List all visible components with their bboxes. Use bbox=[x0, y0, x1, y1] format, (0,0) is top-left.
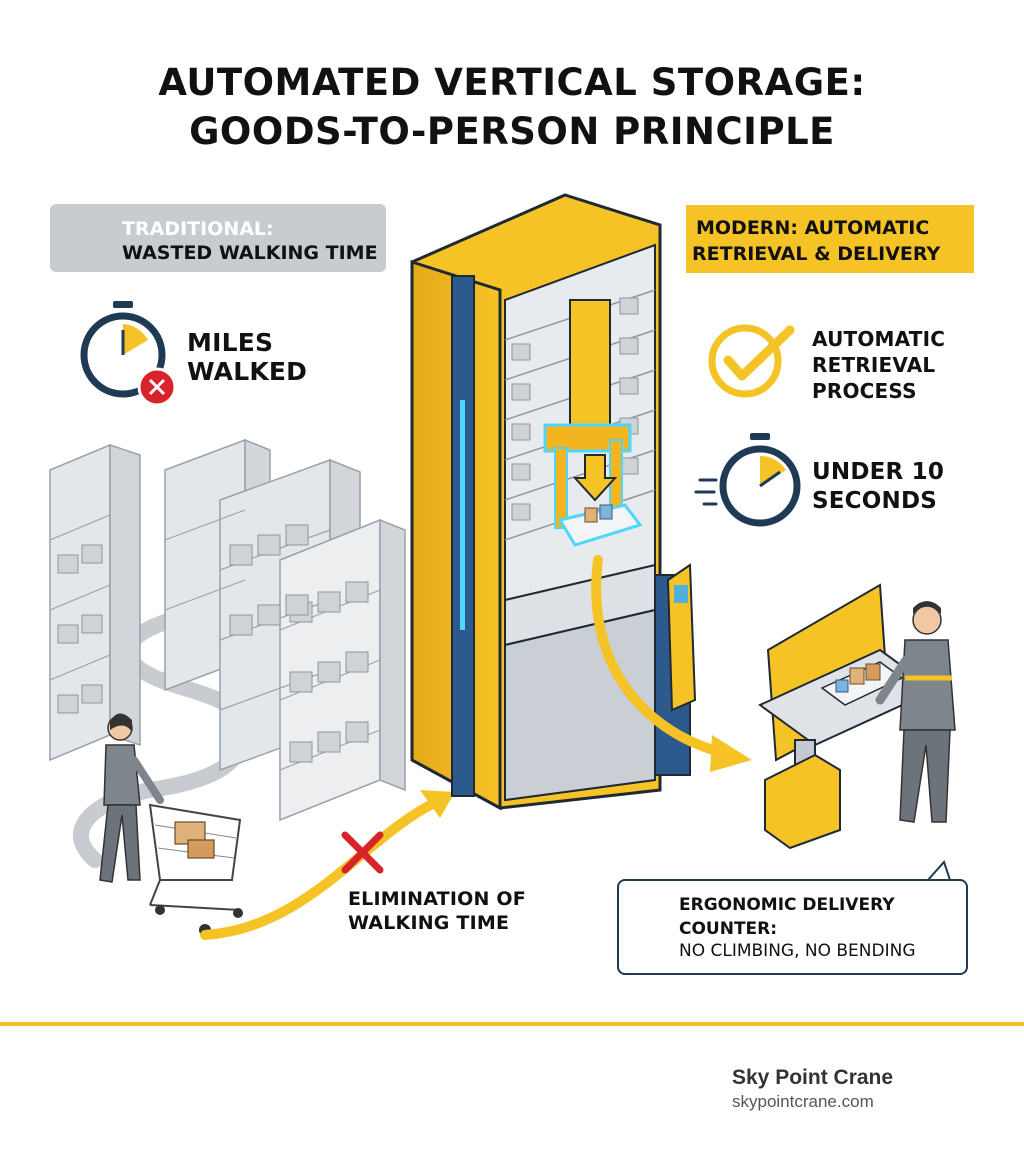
process-line-1: AUTOMATIC bbox=[812, 327, 946, 351]
automatic-process-label: AUTOMATIC RETRIEVAL PROCESS bbox=[812, 326, 945, 404]
stopwatch-fast-icon bbox=[694, 433, 801, 527]
modern-label-box: MODERN: AUTOMATIC RETRIEVAL & DELIVERY bbox=[686, 205, 974, 273]
rack-boxes bbox=[57, 524, 369, 763]
checkmark-icon bbox=[708, 324, 795, 398]
elimination-cross-icon bbox=[341, 831, 384, 874]
title-line-2: GOODS-TO-PERSON PRINCIPLE bbox=[189, 110, 835, 153]
worker-with-cart bbox=[99, 713, 243, 936]
callout-tail bbox=[925, 860, 952, 881]
process-line-3: PROCESS bbox=[812, 379, 917, 403]
modern-label-line-1: MODERN: AUTOMATIC bbox=[696, 217, 930, 239]
page-title: AUTOMATED VERTICAL STORAGE: GOODS-TO-PER… bbox=[0, 58, 1024, 156]
footer-divider bbox=[0, 1022, 1024, 1026]
miles-line-1: MILES bbox=[187, 328, 274, 357]
stopwatch-x-icon bbox=[80, 301, 177, 407]
footer-brand: Sky Point Crane bbox=[732, 1066, 894, 1089]
time-line-1: UNDER 10 bbox=[812, 459, 945, 485]
under-10-seconds-label: UNDER 10 SECONDS bbox=[812, 458, 944, 516]
delivery-arrow bbox=[591, 555, 725, 757]
shelving-racks bbox=[49, 438, 406, 822]
operator-worker bbox=[875, 601, 956, 823]
ergonomic-line-1: ERGONOMIC DELIVERY bbox=[679, 895, 895, 915]
time-line-2: SECONDS bbox=[812, 488, 938, 514]
title-line-1: AUTOMATED VERTICAL STORAGE: bbox=[158, 61, 866, 104]
miles-walked-label: MILES WALKED bbox=[187, 328, 307, 386]
traditional-label-box: TRADITIONAL: WASTED WALKING TIME bbox=[50, 204, 386, 272]
elimination-label: ELIMINATION OF WALKING TIME bbox=[348, 887, 526, 935]
walking-arrow-head bbox=[420, 790, 455, 818]
modern-label-line-2: RETRIEVAL & DELIVERY bbox=[692, 243, 941, 265]
ergonomic-line-3: NO CLIMBING, NO BENDING bbox=[679, 941, 916, 961]
ergonomic-counter bbox=[758, 583, 937, 850]
traditional-label-line-1: TRADITIONAL: bbox=[122, 218, 274, 240]
ergonomic-callout: ERGONOMIC DELIVERY COUNTER: NO CLIMBING,… bbox=[617, 879, 968, 975]
footer-url[interactable]: skypointcrane.com bbox=[732, 1092, 874, 1111]
elimination-line-1: ELIMINATION OF bbox=[348, 888, 526, 910]
delivery-arrow-head bbox=[710, 735, 752, 772]
elimination-line-2: WALKING TIME bbox=[348, 912, 510, 934]
process-line-2: RETRIEVAL bbox=[812, 353, 936, 377]
miles-line-2: WALKED bbox=[187, 357, 308, 386]
ergonomic-line-2: COUNTER: bbox=[679, 919, 778, 939]
vertical-storage-tower bbox=[410, 193, 697, 811]
traditional-label-line-2: WASTED WALKING TIME bbox=[122, 242, 378, 264]
